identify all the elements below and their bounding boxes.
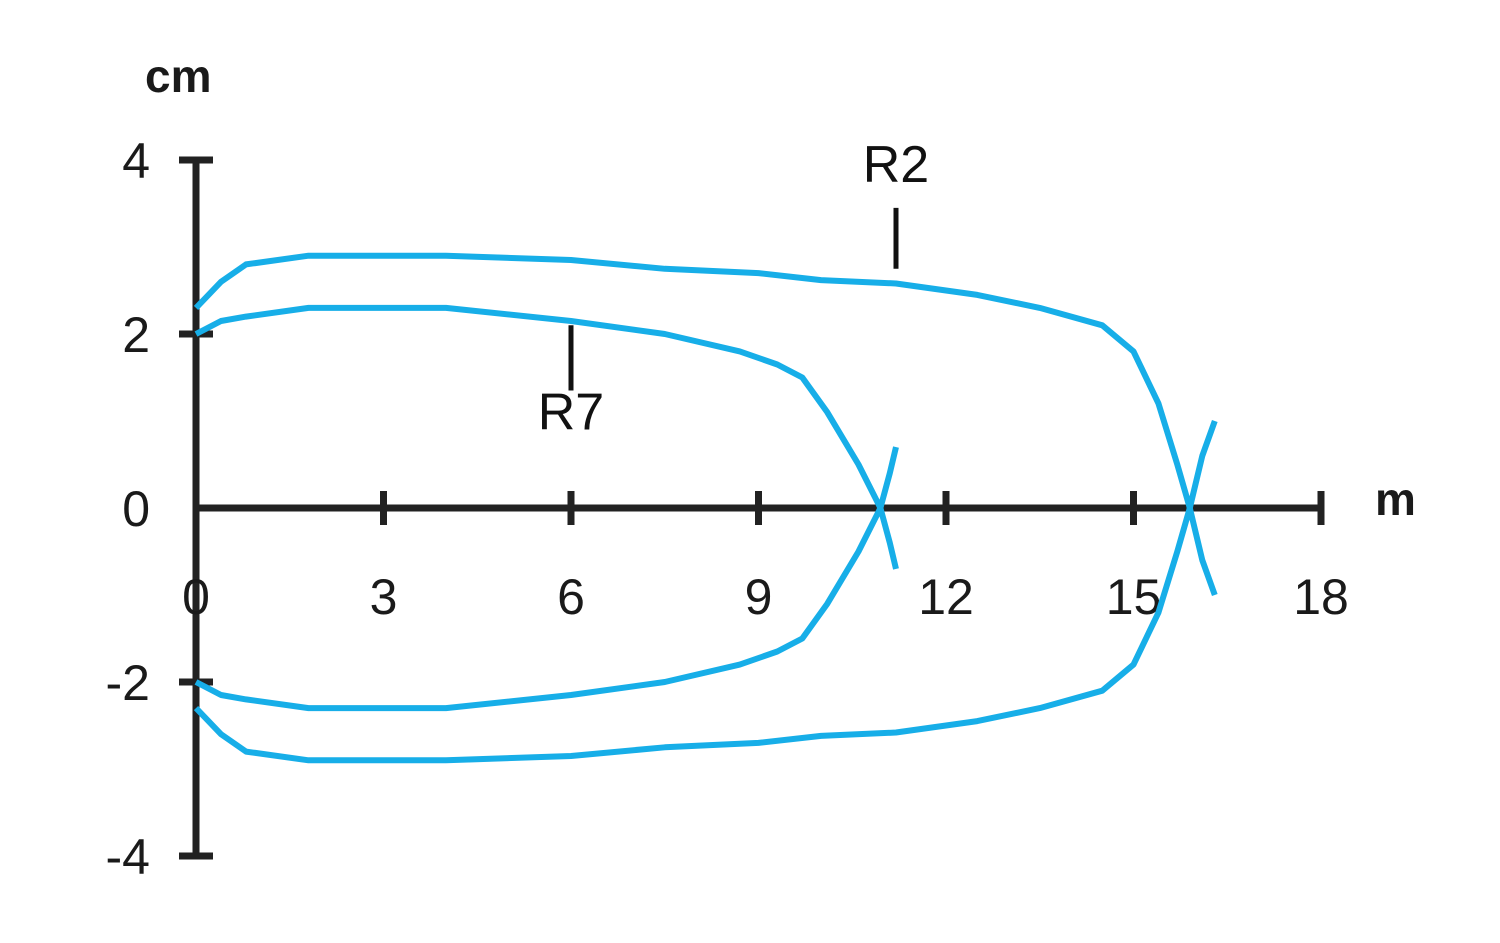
x-tick-label: 6 (557, 569, 585, 625)
x-ticks: 0 3 6 9 12 15 18 (182, 491, 1349, 625)
x-tick-label: 0 (182, 569, 210, 625)
y-tick-label: 4 (122, 133, 150, 189)
y-tick-label: 2 (122, 307, 150, 363)
x-tick-label: 15 (1106, 569, 1162, 625)
series-r2-upper-line (193, 252, 1218, 597)
series-r7-label: R7 (538, 384, 604, 442)
x-tick-label: 12 (918, 569, 974, 625)
series-r2-label: R2 (863, 136, 929, 194)
y-tick-label: -2 (106, 655, 150, 711)
x-tick-label: 3 (370, 569, 398, 625)
series-r2-lower-line (193, 419, 1218, 764)
y-tick-label: -4 (106, 829, 150, 885)
y-axis-unit-label: cm (145, 50, 211, 102)
x-axis-unit-label: m (1375, 473, 1416, 525)
series-r7-upper-line (194, 304, 899, 570)
x-tick-label: 18 (1293, 569, 1349, 625)
series-r7-lower-line (194, 446, 899, 712)
y-ticks: -4 -2 0 2 4 (106, 133, 213, 885)
y-tick-label: 0 (122, 481, 150, 537)
x-tick-label: 9 (745, 569, 773, 625)
